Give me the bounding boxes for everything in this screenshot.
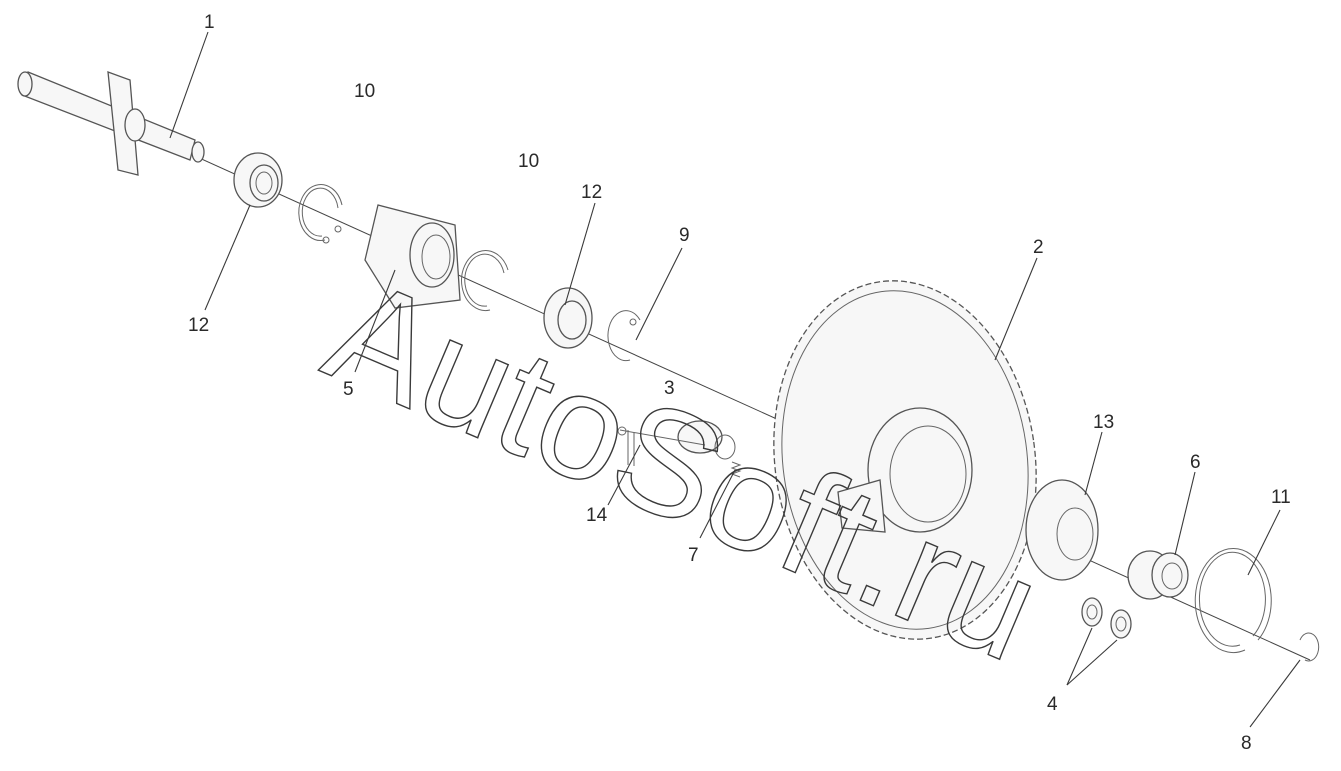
retaining-ring-second-part <box>461 250 509 312</box>
bearing-left-part <box>233 152 283 208</box>
callout-6: 6 <box>1190 452 1201 473</box>
callout-10-middle: 10 <box>518 151 539 172</box>
callout-12-left: 12 <box>188 315 209 336</box>
callout-9: 9 <box>679 225 690 246</box>
callout-14: 14 <box>586 505 608 526</box>
pawl-assembly-part <box>617 420 742 478</box>
bearing-center-part <box>543 287 593 349</box>
callout-2: 2 <box>1033 237 1044 258</box>
retaining-ring-left-part <box>298 184 343 244</box>
callout-4: 4 <box>1047 694 1058 715</box>
callout-10-top: 10 <box>354 81 375 102</box>
callout-13: 13 <box>1093 412 1114 433</box>
spacer-13-part <box>1025 479 1099 581</box>
shaft-part <box>17 71 205 176</box>
callout-8: 8 <box>1241 733 1252 754</box>
snap-ring-9-part <box>607 310 641 362</box>
large-sprocket-part <box>773 280 1037 640</box>
ring-8-part <box>1299 632 1320 662</box>
callout-12-center: 12 <box>581 182 602 203</box>
small-sprocket-part <box>364 204 461 309</box>
callout-7: 7 <box>688 545 699 566</box>
bushing-6-part <box>1127 550 1189 600</box>
washers-4-part <box>1081 597 1132 639</box>
callout-3: 3 <box>664 378 675 399</box>
callout-5: 5 <box>343 379 354 400</box>
callout-11: 11 <box>1271 487 1291 508</box>
callout-1: 1 <box>204 12 215 33</box>
circlip-11-part <box>1194 548 1272 654</box>
leader-lines <box>169 31 1301 728</box>
